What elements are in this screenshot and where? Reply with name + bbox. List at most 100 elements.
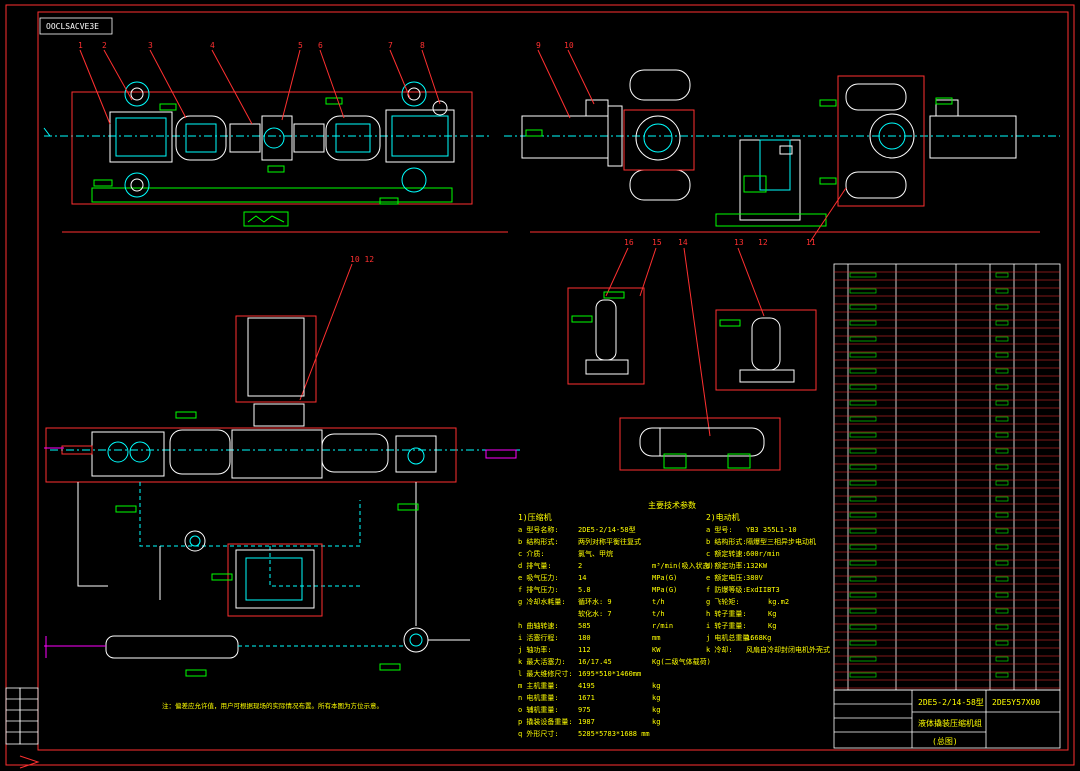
compressor-plan-view [44, 263, 520, 677]
callout-1: 1 [78, 41, 83, 50]
parts-list-qty [995, 416, 1009, 422]
parts-list-qty [995, 560, 1009, 566]
motor-row-label: f 防爆等级: [706, 585, 747, 594]
compressor-row-label: g 冷却水耗量: [518, 597, 566, 606]
compressor-row-value: 1987 [578, 718, 595, 726]
compressor-row-label: f 排气压力: [518, 585, 559, 594]
compressor-row-label: j 轴功率: [518, 645, 552, 654]
callout-2: 2 [102, 41, 107, 50]
parts-list-entry [849, 672, 877, 678]
motor-row-value: 600r/min [746, 550, 780, 558]
compressor-row-label: b 结构形式: [518, 537, 559, 546]
parts-list-qty [995, 304, 1009, 310]
parts-list-entry [849, 368, 877, 374]
compressor-row-unit: kg [652, 706, 660, 714]
compressor-row-value: 两列对称平衡往复式 [578, 537, 641, 546]
motor-row-value: 1668Kg [746, 634, 771, 642]
title-block [833, 689, 1061, 749]
motor-row-unit: Kg [768, 622, 776, 630]
compressor-row-label: o 辅机重量: [518, 705, 559, 714]
compressor-row-value: 2DE5-2/14-58型 [578, 525, 636, 534]
callout-11: 11 [806, 238, 816, 247]
compressor-row-unit: kg [652, 682, 660, 690]
parts-list-entry [849, 480, 877, 486]
parts-list-entry [849, 656, 877, 662]
parts-list [833, 263, 1061, 691]
parts-list-qty [995, 480, 1009, 486]
compressor-row-value: 循环水: 9 [578, 597, 612, 606]
title-label: (总图) [932, 736, 958, 746]
motor-row-label: d 额定功率: [706, 561, 747, 570]
motor-row-unit: kg.m2 [768, 598, 789, 606]
compressor-row-value: 180 [578, 634, 591, 642]
parts-list-entry [849, 608, 877, 614]
parts-list-qty [995, 592, 1009, 598]
parts-list-entry [849, 512, 877, 518]
parts-list-entry [849, 432, 877, 438]
top-left-stamp: OOCLSACVE3E [39, 17, 113, 35]
compressor-row-unit: KW [652, 646, 661, 654]
compressor-row-label: c 介质: [518, 549, 545, 558]
compressor-row-value: 2 [578, 562, 582, 570]
spec-heading: 主要技术参数 [648, 500, 696, 510]
compressor-row-unit: MPa(G) [652, 586, 677, 594]
parts-list-qty [995, 608, 1009, 614]
title-model: 2DE5-2/14-58型 [918, 698, 984, 707]
motor-row-value: 132KW [746, 562, 768, 570]
motor-row-value: 380V [746, 574, 764, 582]
compressor-row-label: q 外形尺寸: [518, 729, 559, 738]
motor-row-label: g 飞轮矩: [706, 597, 740, 606]
compressor-row-label: n 电机重量: [518, 693, 559, 702]
parts-list-qty [995, 400, 1009, 406]
motor-row-value: 隔爆型三相异步电动机 [746, 537, 816, 546]
parts-list-entry [849, 448, 877, 454]
parts-list-qty [995, 528, 1009, 534]
compressor-row-value: 软化水: 7 [578, 609, 612, 618]
motor-row-unit: Kg [768, 610, 776, 618]
revision-strip [5, 687, 39, 745]
callout-14: 14 [678, 238, 688, 247]
top-callouts: 1 2 3 4 5 6 7 8 9 10 [78, 41, 574, 50]
motor-row-label: b 结构形式: [706, 537, 747, 546]
parts-list-entry [849, 640, 877, 646]
parts-list-entry [849, 352, 877, 358]
parts-list-qty [995, 512, 1009, 518]
compressor-row-unit: MPa(G) [652, 574, 677, 582]
motor-row-label: i 转子重量: [706, 621, 747, 630]
compressor-row-value: 16/17.45 [578, 658, 612, 666]
compressor-row-label: l 最大维修尺寸: [518, 669, 573, 678]
parts-list-entry [849, 592, 877, 598]
title-block-text: 2DE5-2/14-58型 2DE5Y57X00 液体撬装压缩机组 (总图) [918, 698, 1040, 746]
parts-list-entry [849, 496, 877, 502]
callout-6: 6 [318, 41, 323, 50]
motor-heading: 2)电动机 [706, 512, 740, 522]
parts-list-qty [995, 352, 1009, 358]
parts-list-entry [849, 560, 877, 566]
callout-4: 4 [210, 41, 215, 50]
compressor-row-value: 14 [578, 574, 586, 582]
parts-list-qty [995, 656, 1009, 662]
motor-row-value: YB3 355L1-10 [746, 526, 797, 534]
compressor-row-value: 112 [578, 646, 591, 654]
parts-list-qty [995, 576, 1009, 582]
motor-row-label: j 电机总重量: [706, 633, 754, 642]
mid-callouts: 16 15 14 13 12 11 10 12 [350, 238, 816, 264]
callout-5: 5 [298, 41, 303, 50]
callout-3: 3 [148, 41, 153, 50]
compressor-row-value: 1671 [578, 694, 595, 702]
compressor-side-views [504, 49, 1060, 243]
parts-list-qty [995, 320, 1009, 326]
title-name: 液体撬装压缩机组 [918, 718, 982, 728]
compressor-row-value: 585 [578, 622, 591, 630]
compressor-row-value: 1695*510*1460mm [578, 670, 641, 678]
compressor-row-value: 氯气、甲烷 [578, 549, 613, 558]
callout-16: 16 [624, 238, 634, 247]
motor-row-label: e 额定电压: [706, 573, 747, 582]
compressor-row-label: k 最大活塞力: [518, 657, 566, 666]
parts-list-entry [849, 320, 877, 326]
callout-8: 8 [420, 41, 425, 50]
parts-list-entry [849, 528, 877, 534]
